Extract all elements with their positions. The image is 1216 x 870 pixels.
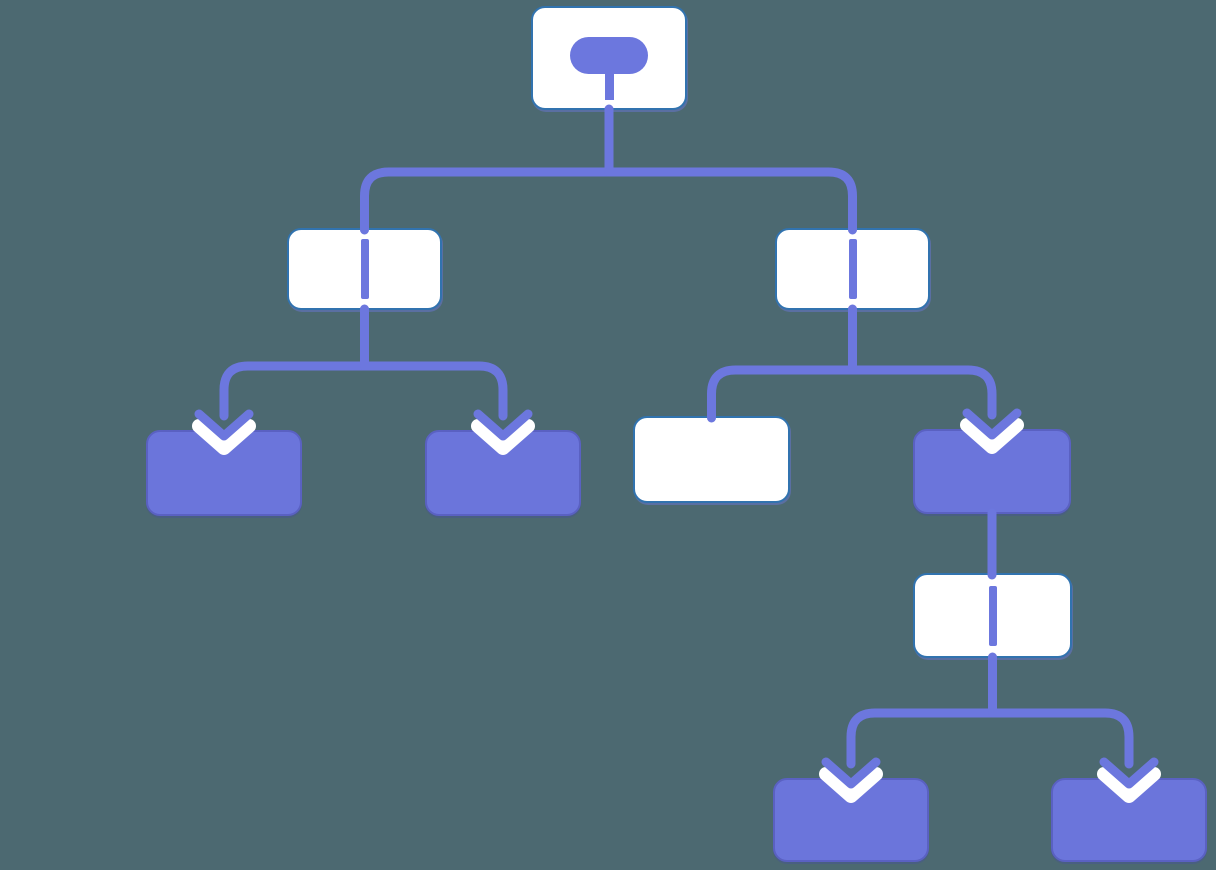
leaf-node-n9[interactable] bbox=[1051, 778, 1207, 862]
connector-elbow-line bbox=[848, 365, 997, 420]
root-stem-icon bbox=[604, 74, 614, 100]
connector-elbow-line bbox=[846, 708, 997, 769]
branch-node-n7[interactable] bbox=[913, 573, 1072, 658]
connector-elbow-line bbox=[707, 365, 857, 423]
branch-node-n2[interactable] bbox=[775, 228, 930, 310]
branch-node-n1[interactable] bbox=[287, 228, 442, 310]
leaf-node-n4[interactable] bbox=[425, 430, 581, 516]
branch-divider-icon bbox=[360, 239, 369, 299]
leaf-node-n3[interactable] bbox=[146, 430, 302, 516]
connector-elbow-line bbox=[219, 361, 369, 421]
branch-divider-icon bbox=[988, 585, 997, 646]
root-pill-icon bbox=[570, 37, 648, 74]
connector-elbow-line bbox=[988, 708, 1134, 769]
plain-node-n5[interactable] bbox=[633, 416, 790, 503]
root-node-root[interactable] bbox=[531, 6, 687, 110]
connector-elbow-line bbox=[360, 167, 614, 235]
connector-elbow-line bbox=[604, 167, 857, 235]
leaf-node-n6[interactable] bbox=[913, 429, 1071, 514]
connector-elbow-line bbox=[360, 361, 508, 421]
leaf-node-n8[interactable] bbox=[773, 778, 929, 862]
branch-divider-icon bbox=[848, 239, 857, 299]
